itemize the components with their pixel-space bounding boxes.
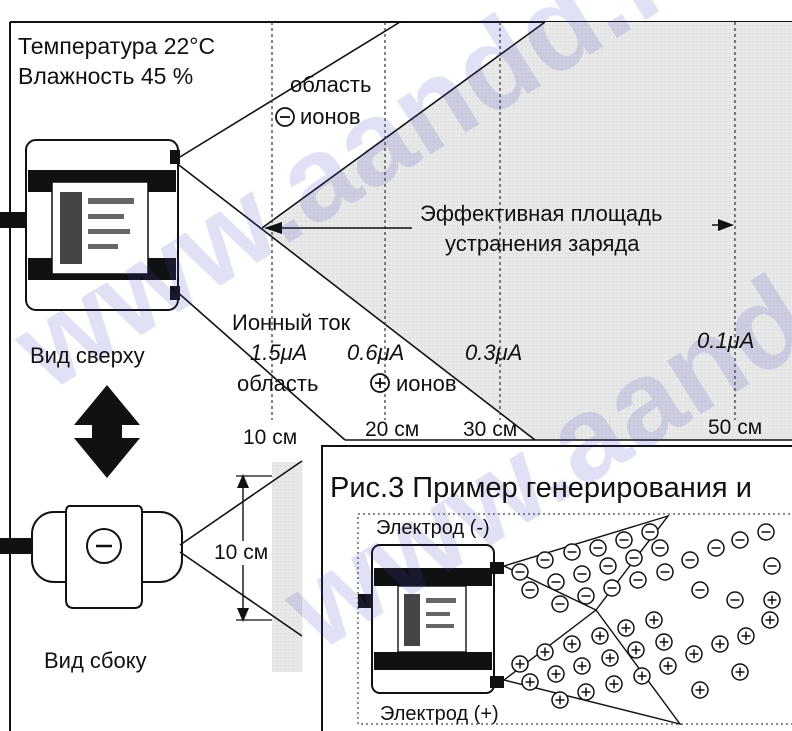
side-view-area [272, 462, 302, 672]
ion-symbols [511, 523, 781, 709]
distance-10cm: 10 см [243, 426, 298, 449]
side-dim-arrow-down [237, 608, 249, 622]
area-lower-edge [174, 161, 536, 441]
side-cone-upper [179, 460, 303, 546]
effective-area-line2: устранения заряда [445, 231, 640, 256]
figure3-device [358, 544, 504, 694]
side-cone-lower [179, 551, 303, 637]
distance-50cm: 50 см [708, 416, 763, 439]
double-arrow [74, 385, 140, 478]
figure3-dotted-frame [357, 513, 792, 725]
negative-region-ions: ионов [300, 104, 361, 129]
current-1-5: 1.5μA [250, 340, 308, 365]
top-view-label: Вид сверху [30, 343, 145, 368]
electrode-positive-label: Электрод (+) [380, 703, 499, 725]
area-arrow-right-head [718, 219, 734, 231]
negative-region-label: область [290, 72, 372, 97]
area-arrow-left-head [264, 222, 282, 234]
side-dim-arrow-up [237, 474, 249, 488]
humidity-label: Влажность 45 % [18, 63, 194, 89]
positive-region-label: область [237, 371, 319, 396]
side-height-label: 10 см [212, 541, 271, 565]
current-0-6: 0.6μA [347, 340, 405, 365]
minus-sign-icon [275, 107, 295, 127]
distance-30cm: 30 см [463, 418, 518, 441]
effective-area [262, 22, 792, 440]
figure3-title: Рис.3 Пример генерирования и [330, 472, 752, 504]
device-top-view [0, 139, 180, 311]
device-side-view [0, 505, 183, 609]
side-view-label: Вид сбоку [44, 648, 147, 673]
cone-upper-line [174, 21, 401, 161]
positive-region-ions: ионов [396, 371, 457, 396]
electrode-negative-label: Электрод (-) [376, 517, 490, 539]
cone-lower-line [174, 289, 346, 441]
temperature-label: Температура 22°C [18, 33, 216, 59]
area-upper-edge [261, 21, 546, 229]
effective-area-line1: Эффективная площадь [420, 201, 663, 226]
distance-20cm: 20 см [365, 418, 420, 441]
plus-sign-icon [370, 373, 390, 393]
ion-current-label: Ионный ток [232, 310, 351, 335]
current-0-1: 0.1μA [697, 328, 755, 353]
current-0-3: 0.3μA [465, 340, 523, 365]
